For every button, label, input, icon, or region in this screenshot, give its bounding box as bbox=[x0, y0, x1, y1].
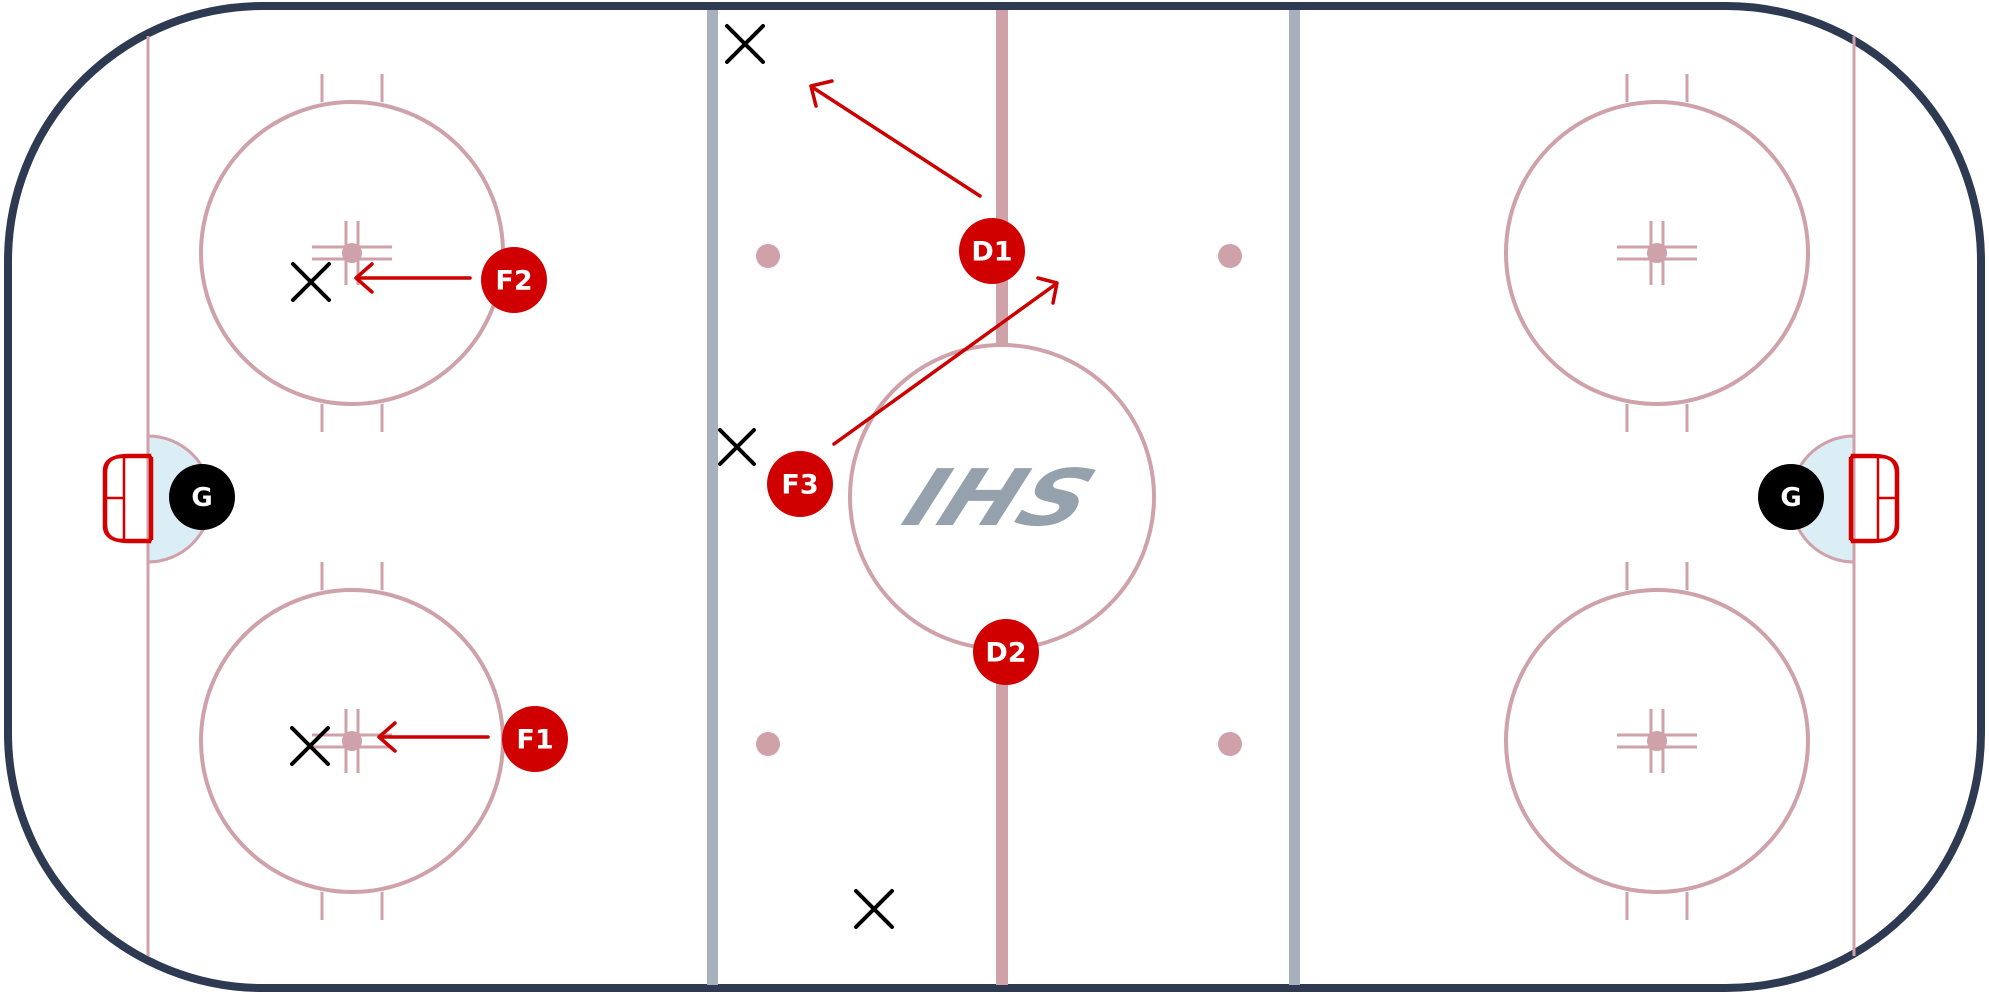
player-badge bbox=[959, 218, 1025, 284]
faceoff-circle-group bbox=[1504, 74, 1810, 432]
player-f2: F2 bbox=[481, 247, 547, 313]
player-badge bbox=[502, 706, 568, 772]
f1-skate-arrow bbox=[377, 721, 490, 753]
x-marker bbox=[718, 428, 756, 466]
x-marker bbox=[291, 262, 331, 302]
player-label: F3 bbox=[781, 470, 818, 501]
player-g-left: G bbox=[169, 464, 235, 530]
x-marker bbox=[725, 24, 765, 64]
player-label: G bbox=[191, 483, 212, 513]
left-blue-line bbox=[707, 10, 718, 985]
player-f1: F1 bbox=[502, 706, 568, 772]
faceoff-circle-group bbox=[1504, 562, 1810, 920]
player-label: D2 bbox=[985, 638, 1026, 669]
player-label: F2 bbox=[495, 266, 532, 297]
x-marker bbox=[854, 889, 894, 929]
right-blue-line bbox=[1289, 10, 1300, 985]
player-badge bbox=[767, 451, 833, 517]
faceoff-dot bbox=[342, 731, 362, 751]
faceoff-dot bbox=[342, 243, 362, 263]
x-marker bbox=[290, 726, 330, 766]
player-g-right: G bbox=[1758, 464, 1824, 530]
right-goal-net bbox=[1848, 453, 1900, 544]
d1-skate-arrow bbox=[809, 79, 982, 198]
player-label: D1 bbox=[971, 237, 1012, 268]
faceoff-circle bbox=[1504, 100, 1810, 406]
center-logo-text: IHS bbox=[891, 454, 1108, 544]
faceoff-dot bbox=[1647, 243, 1667, 263]
faceoff-circle bbox=[1504, 588, 1810, 894]
player-badge bbox=[481, 247, 547, 313]
center-logo: IHS bbox=[891, 454, 1108, 544]
player-d2: D2 bbox=[973, 619, 1039, 685]
player-f3: F3 bbox=[767, 451, 833, 517]
player-label: F1 bbox=[516, 725, 553, 756]
player-badge bbox=[169, 464, 235, 530]
neutral-zone-dot bbox=[756, 244, 780, 268]
faceoff-dot bbox=[1647, 731, 1667, 751]
skate-arrows bbox=[354, 79, 1059, 753]
f3-skate-arrow bbox=[832, 276, 1059, 446]
player-d1: D1 bbox=[959, 218, 1025, 284]
neutral-zone-dot bbox=[756, 732, 780, 756]
center-red-line-bottom bbox=[996, 650, 1008, 985]
neutral-zone-dot bbox=[1218, 732, 1242, 756]
x-markers bbox=[290, 24, 894, 929]
player-label: G bbox=[1780, 483, 1801, 513]
left-goal-net bbox=[102, 453, 154, 544]
player-badge bbox=[973, 619, 1039, 685]
player-badge bbox=[1758, 464, 1824, 530]
f2-skate-arrow bbox=[354, 262, 472, 294]
neutral-zone-dot bbox=[1218, 244, 1242, 268]
center-red-line-top bbox=[996, 10, 1008, 345]
